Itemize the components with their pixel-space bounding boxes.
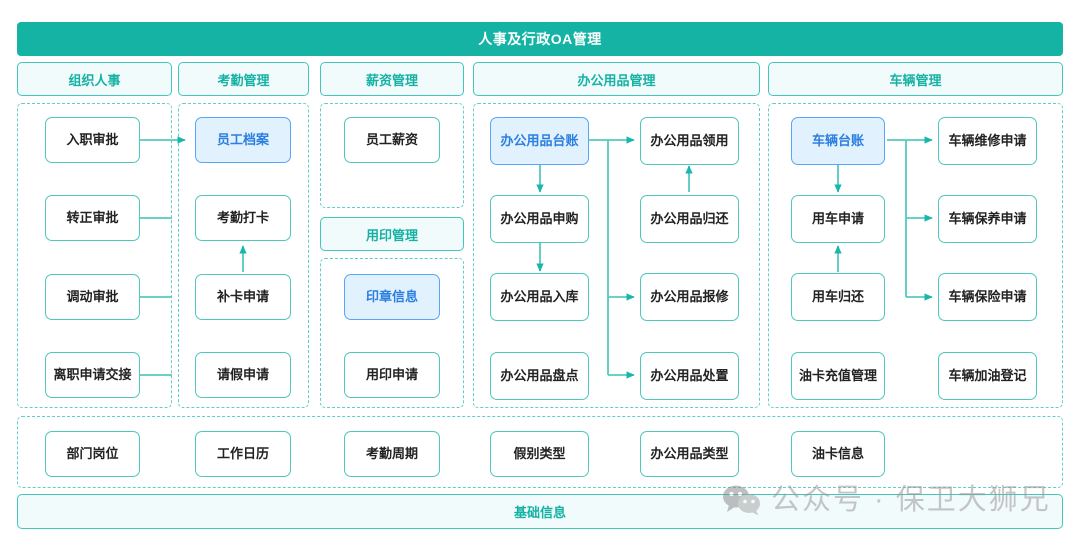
node-supplies-dispose[interactable]: 办公用品处置 [640, 352, 739, 400]
column-header-vehicle[interactable]: 车辆管理 [768, 62, 1063, 96]
node-vehicle-return[interactable]: 用车归还 [791, 273, 885, 321]
node-supplies-repair[interactable]: 办公用品报修 [640, 273, 739, 321]
page-title: 人事及行政OA管理 [17, 22, 1063, 56]
footer-base-info[interactable]: 基础信息 [17, 494, 1063, 529]
node-department-position[interactable]: 部门岗位 [45, 431, 140, 477]
node-attendance-clock[interactable]: 考勤打卡 [195, 195, 291, 241]
node-vehicle-repair-request[interactable]: 车辆维修申请 [938, 117, 1037, 165]
column-body-org [17, 103, 172, 408]
node-supplies-return[interactable]: 办公用品归还 [640, 195, 739, 243]
node-supplies-ledger[interactable]: 办公用品台账 [490, 117, 589, 165]
column-body-salary [320, 103, 464, 208]
node-fuel-card-recharge[interactable]: 油卡充值管理 [791, 352, 885, 400]
column-header-attendance[interactable]: 考勤管理 [178, 62, 309, 96]
node-leave-request[interactable]: 请假申请 [195, 352, 291, 398]
node-regularization-approval[interactable]: 转正审批 [45, 195, 140, 241]
node-employee-salary[interactable]: 员工薪资 [344, 117, 440, 163]
node-supplies-collect[interactable]: 办公用品领用 [640, 117, 739, 165]
node-supplies-instock[interactable]: 办公用品入库 [490, 273, 589, 321]
column-body-office-supplies [473, 103, 760, 408]
node-vehicle-refuel-record[interactable]: 车辆加油登记 [938, 352, 1037, 400]
node-supplies-inventory[interactable]: 办公用品盘点 [490, 352, 589, 400]
node-supplies-purchase[interactable]: 办公用品申购 [490, 195, 589, 243]
node-seal-request[interactable]: 用印申请 [344, 352, 440, 398]
watermark: 公众号 · 保卫大狮兄 [722, 484, 1051, 516]
watermark-text: 公众号 · 保卫大狮兄 [771, 483, 1051, 516]
node-vehicle-use-request[interactable]: 用车申请 [791, 195, 885, 243]
column-header-salary[interactable]: 薪资管理 [320, 62, 464, 96]
node-employee-file[interactable]: 员工档案 [195, 117, 291, 163]
node-fuel-card-info[interactable]: 油卡信息 [791, 431, 885, 477]
column-header-office-supplies[interactable]: 办公用品管理 [473, 62, 760, 96]
wechat-icon [723, 485, 760, 516]
column-body-seal [320, 258, 464, 408]
section-header-seal-management[interactable]: 用印管理 [320, 217, 464, 251]
column-header-org[interactable]: 组织人事 [17, 62, 172, 96]
column-body-vehicle [768, 103, 1063, 408]
node-supplies-type[interactable]: 办公用品类型 [640, 431, 739, 477]
base-info-container [17, 416, 1063, 488]
node-entry-approval[interactable]: 入职审批 [45, 117, 140, 163]
node-leave-type[interactable]: 假别类型 [490, 431, 589, 477]
node-makeup-card-request[interactable]: 补卡申请 [195, 274, 291, 320]
node-vehicle-ledger[interactable]: 车辆台账 [791, 117, 885, 165]
node-seal-info[interactable]: 印章信息 [344, 274, 440, 320]
node-work-calendar[interactable]: 工作日历 [195, 431, 291, 477]
column-body-attendance [178, 103, 309, 408]
node-resignation-handover[interactable]: 离职申请交接 [45, 352, 140, 398]
node-attendance-cycle[interactable]: 考勤周期 [344, 431, 440, 477]
node-vehicle-insurance-request[interactable]: 车辆保险申请 [938, 273, 1037, 321]
node-transfer-approval[interactable]: 调动审批 [45, 274, 140, 320]
node-vehicle-upkeep-request[interactable]: 车辆保养申请 [938, 195, 1037, 243]
